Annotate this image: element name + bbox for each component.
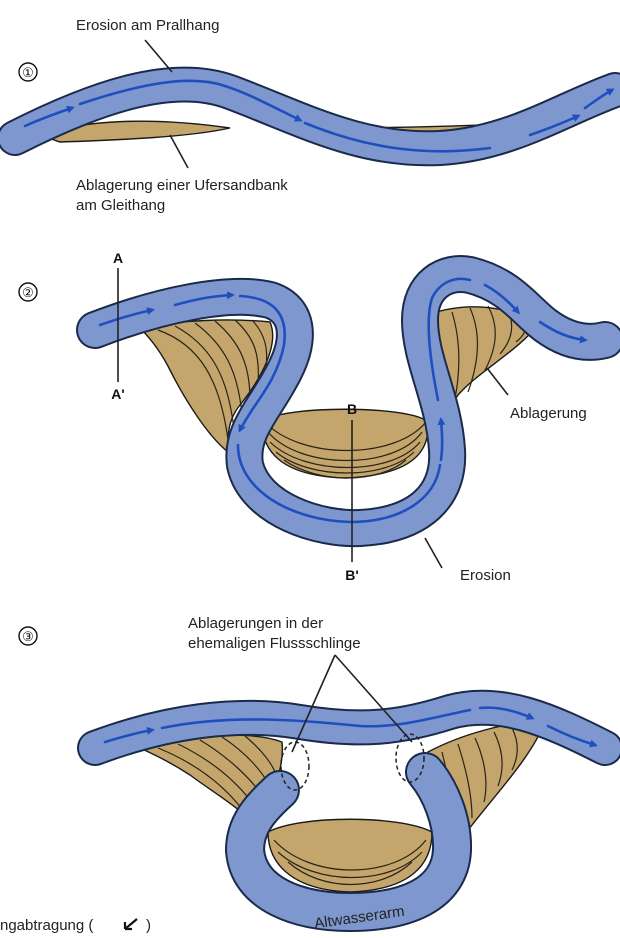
label-ufersandbank: Ablagerung einer Ufersandbank [76, 177, 288, 194]
flow-arrow-2d [441, 420, 442, 460]
label-erosion-prallhang: Erosion am Prallhang [76, 17, 219, 34]
caption-end: ) [146, 917, 151, 934]
stage-3-number: ③ [22, 629, 34, 644]
label-ablagerung: Ablagerung [510, 405, 587, 422]
label-gleithang: am Gleithang [76, 197, 165, 214]
diagonal-arrow-icon [125, 919, 137, 929]
section-b-top-label: B [347, 401, 357, 417]
label-ablagerungen-line2: ehemaligen Flussschlinge [188, 635, 361, 652]
section-a-top-label: A [113, 250, 123, 266]
caption-text: ngabtragung ( [0, 917, 93, 934]
leader-erosion-2 [425, 538, 442, 568]
footer-caption: ngabtragung ( ) [0, 917, 151, 934]
section-a-bottom-label: A' [111, 386, 124, 402]
section-b-bottom-label: B' [345, 567, 358, 583]
stage-2: ② A A' B B' Ablagerung Erosion [19, 250, 605, 584]
label-erosion-2: Erosion [460, 567, 511, 584]
label-ablagerungen-line1: Ablagerungen in der [188, 615, 323, 632]
leader-erosion-1 [145, 40, 172, 72]
leader-ablagerung-2 [487, 368, 508, 395]
stage-2-number: ② [22, 285, 34, 300]
stage-3: ③ Ablagerungen in der ehemaligen Flusssc… [19, 615, 605, 932]
stage-1-number: ① [22, 65, 34, 80]
leader-deposit-1 [170, 135, 188, 168]
stage-1: ① Erosion am Prallhang Ablagerung einer … [15, 17, 615, 214]
